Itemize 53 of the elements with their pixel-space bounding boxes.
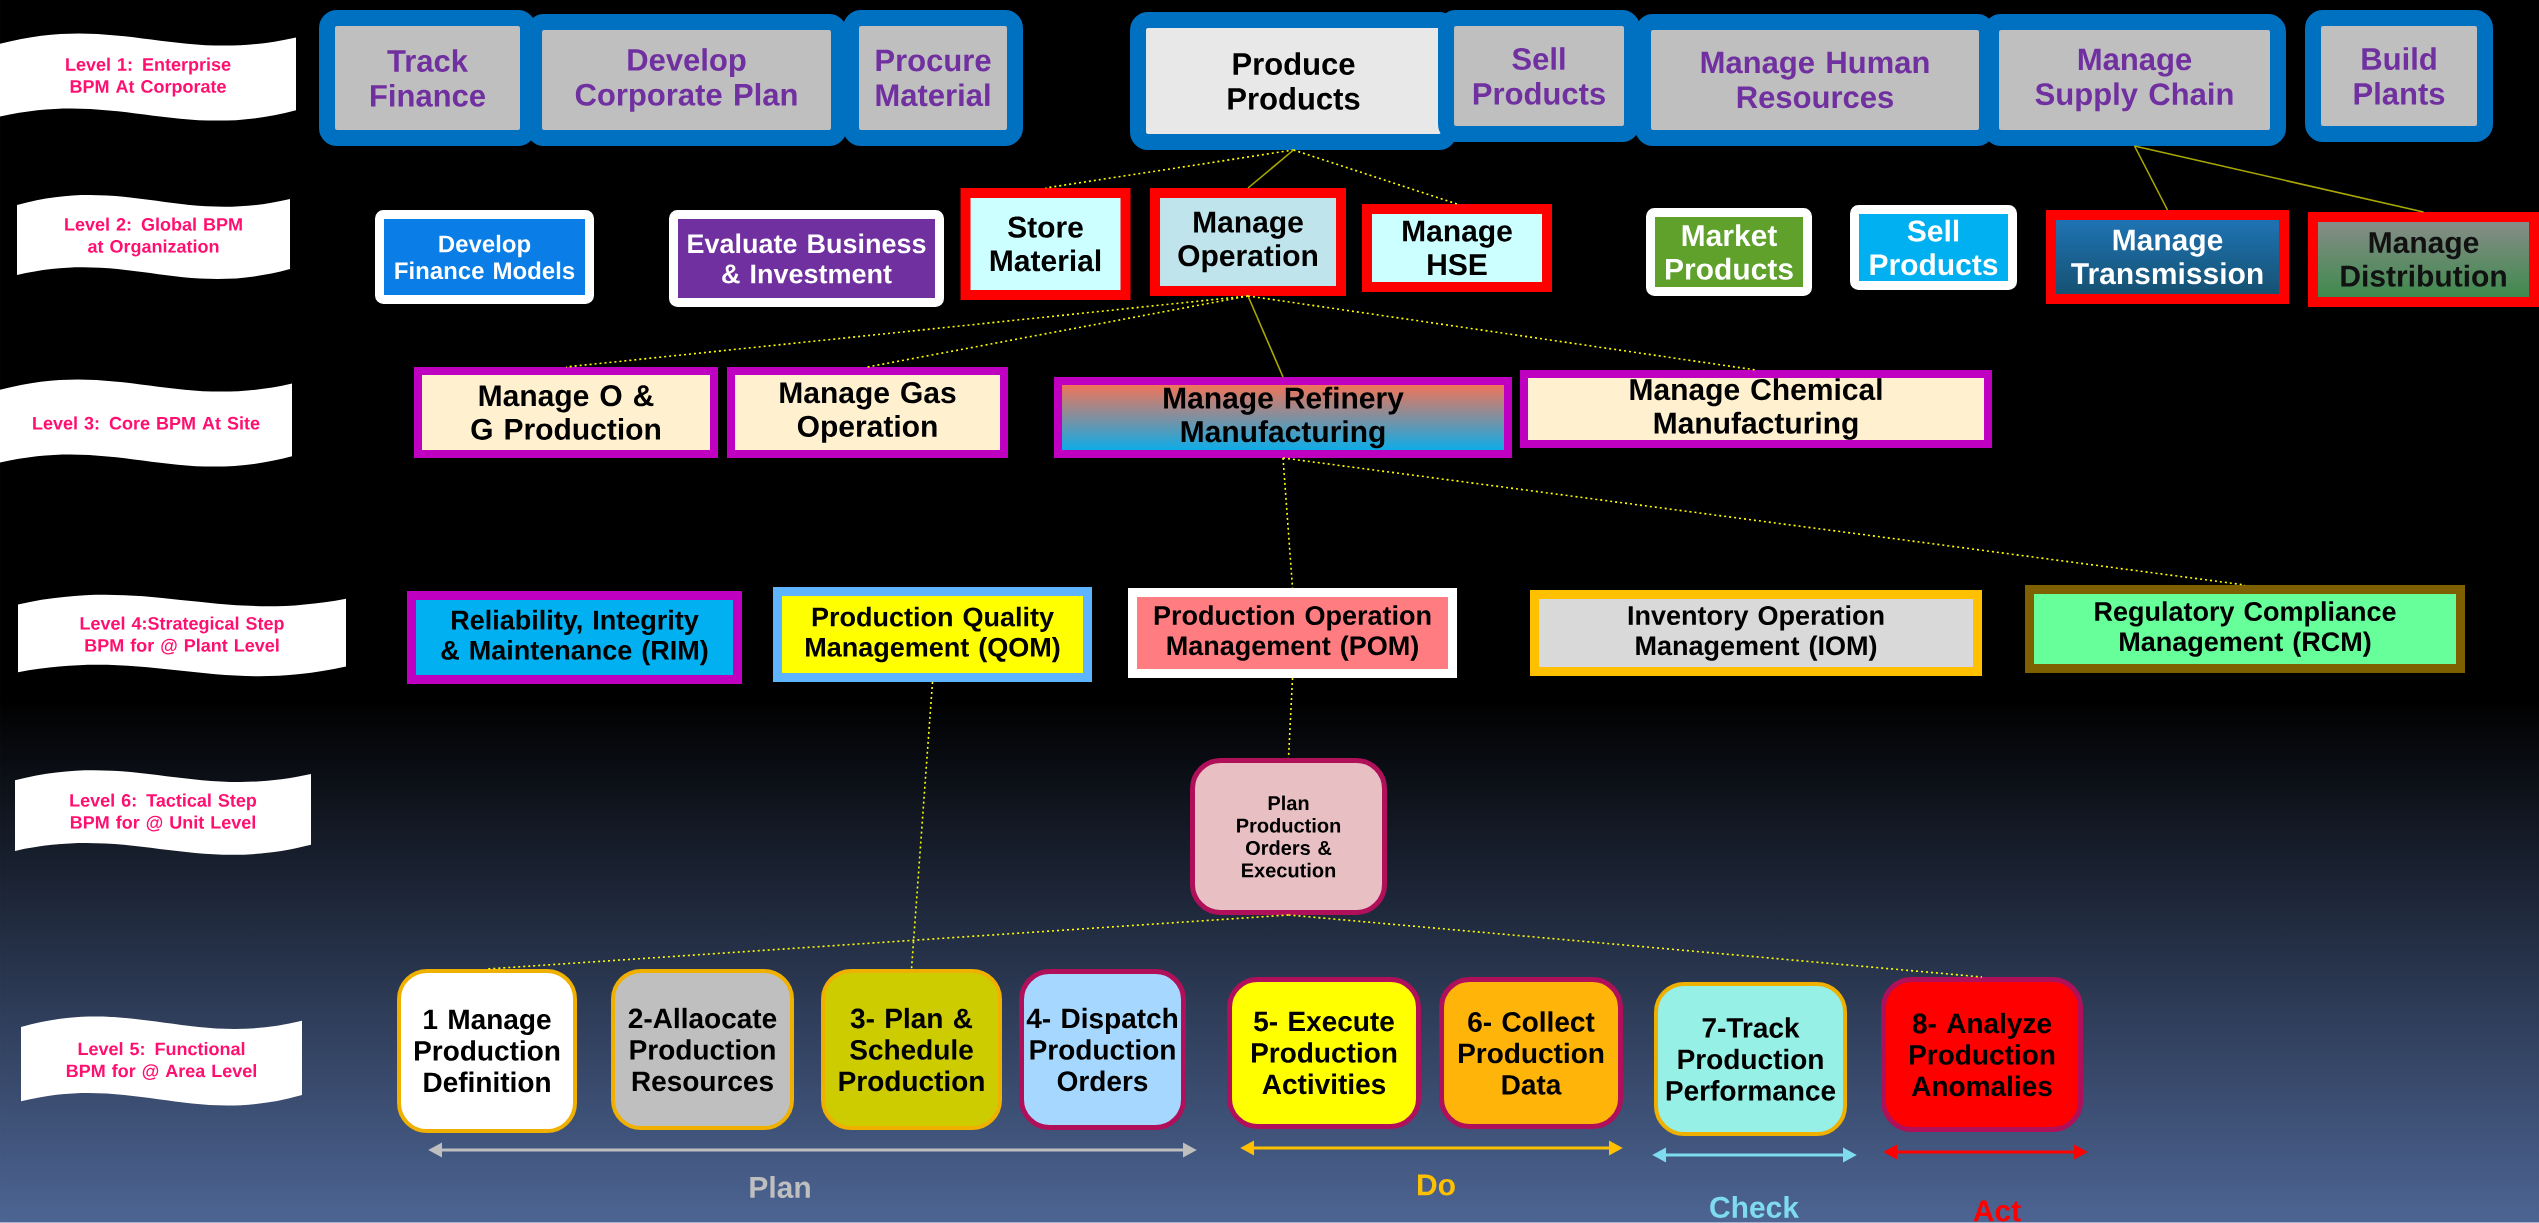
level-banner: Level 1: Enterprise BPM At Corporate — [0, 33, 296, 121]
connector-line — [1044, 149, 1295, 189]
step-box: 1 Manage Production Definition — [397, 969, 577, 1133]
connector-line — [1292, 149, 1458, 205]
step-box: 5- Execute Production Activities — [1227, 977, 1421, 1129]
process-box: Market Products — [1646, 208, 1812, 296]
step-box: 6- Collect Production Data — [1439, 977, 1623, 1129]
level-banner: Level 4:Strategical Step BPM for @ Plant Level — [18, 594, 346, 677]
connector-line — [1287, 914, 1983, 978]
phase-label: Do — [1418, 1174, 1455, 1196]
step-box: 7-Track Production Performance — [1654, 982, 1847, 1136]
step-box: 2-Allaocate Production Resources — [611, 969, 794, 1130]
step-box: 8- Analyze Production Anomalies — [1881, 977, 2083, 1132]
process-box: Reliability, Integrity & Maintenance (RIM) — [407, 591, 742, 684]
process-box: Manage Gas Operation — [727, 367, 1008, 458]
connector-line — [1247, 149, 1295, 189]
process-box: Procure Material — [843, 10, 1023, 146]
process-box: Manage O & G Production — [414, 367, 718, 458]
level-banner: Level 5: Functional BPM for @ Area Level — [21, 1016, 302, 1106]
phase-label: Plan — [750, 1176, 810, 1198]
level-banner: Level 2: Global BPM at Organization — [17, 195, 290, 279]
process-box: Sell Products — [1850, 205, 2017, 290]
process-box: Develop Finance Models — [375, 210, 594, 304]
process-box: Production Operation Management (POM) — [1128, 588, 1457, 678]
phase-label: Act — [1973, 1200, 2021, 1222]
process-box: Regulatory Compliance Management (RCM) — [2025, 585, 2465, 673]
process-box: Produce Products — [1130, 12, 1457, 150]
step-box: 4- Dispatch Production Orders — [1019, 969, 1186, 1130]
process-box: Plan Production Orders & Execution — [1190, 758, 1387, 915]
process-box: Manage Chemical Manufacturing — [1520, 370, 1992, 448]
process-box: Build Plants — [2305, 10, 2493, 142]
process-box: Sell Products — [1438, 10, 1640, 142]
connector-line — [2133, 145, 2425, 213]
level-banner: Level 3: Core BPM At Site — [0, 379, 292, 467]
process-box: Track Finance — [319, 10, 536, 146]
process-box: Manage HSE — [1362, 204, 1552, 292]
process-box: Manage Operation — [1150, 188, 1346, 296]
process-box: Manage Refinery Manufacturing — [1054, 377, 1512, 458]
step-box: 3- Plan & Schedule Production — [821, 969, 1002, 1130]
process-box: Evaluate Business & Investment — [669, 210, 944, 307]
connector-line — [1247, 295, 1757, 371]
phase-label: Check — [1710, 1196, 1800, 1218]
connector-line — [486, 914, 1290, 970]
process-box: Manage Transmission — [2046, 210, 2289, 304]
level-banner: Level 6: Tactical Step BPM for @ Unit Level — [15, 770, 311, 855]
process-box: Production Quality Management (QOM) — [773, 587, 1092, 682]
process-box: Manage Distribution — [2308, 212, 2539, 307]
process-box: Store Material — [960, 188, 1131, 300]
connector-line — [866, 295, 1249, 368]
process-box: Inventory Operation Management (IOM) — [1530, 590, 1982, 676]
connector-line — [1247, 295, 1284, 378]
connector-line — [910, 681, 934, 970]
connector-line — [2133, 145, 2169, 211]
